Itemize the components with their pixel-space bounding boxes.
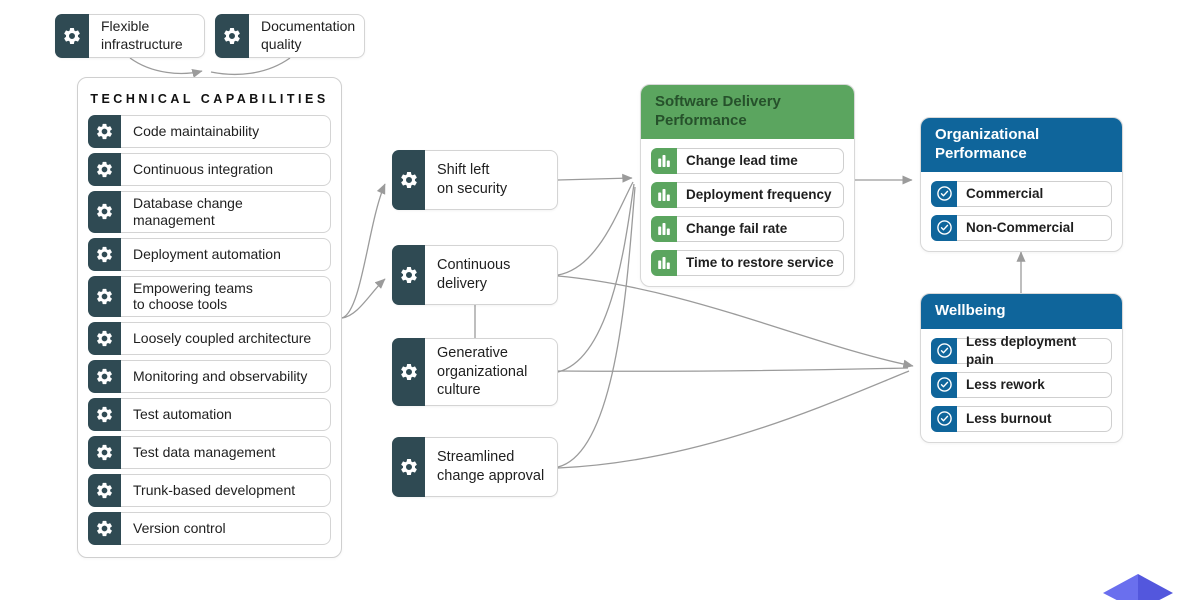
- check-circle-icon: [931, 405, 957, 432]
- metric-label: Non-Commercial: [966, 219, 1075, 235]
- capability-label: Test automation: [133, 406, 232, 423]
- node-label: Flexible infrastructure: [101, 18, 183, 52]
- card-title: Software Delivery Performance: [641, 85, 854, 139]
- capability-item: Version control: [88, 512, 331, 546]
- gear-icon: [88, 115, 121, 148]
- capability-label: Loosely coupled architecture: [133, 330, 312, 347]
- gear-icon: [88, 237, 121, 271]
- capability-item: Trunk-based development: [88, 474, 331, 508]
- node-label: Documentation quality: [261, 18, 356, 52]
- metric-label: Change lead time: [686, 152, 798, 168]
- capability-label: Monitoring and observability: [133, 368, 308, 385]
- node-label: Streamlined change approval: [437, 449, 545, 484]
- capability-label: Continuous integration: [133, 161, 274, 178]
- metric-label: Less burnout: [966, 411, 1052, 427]
- card-title: Organizational Performance: [921, 118, 1122, 172]
- capability-item: Continuous integration: [88, 153, 331, 186]
- metric-label: Less rework: [966, 377, 1045, 393]
- gear-icon: [392, 437, 425, 497]
- capability-label: Trunk-based development: [133, 482, 296, 499]
- capability-item: Empowering teams to choose tools: [88, 275, 331, 318]
- node-label: Generative organizational culture: [437, 345, 528, 399]
- check-circle-icon: [931, 337, 957, 364]
- capability-label: Code maintainability: [133, 123, 260, 140]
- bar-chart-icon: [651, 215, 677, 242]
- gear-icon: [55, 14, 89, 58]
- metric-item: Time to restore service: [651, 249, 844, 276]
- gear-icon: [88, 153, 121, 186]
- node-streamlined-change-approval: Streamlined change approval: [392, 437, 558, 497]
- check-circle-icon: [931, 214, 957, 241]
- software-delivery-performance-card: Software Delivery Performance Change lea…: [640, 84, 855, 287]
- gear-icon: [88, 191, 121, 233]
- capability-item: Deployment automation: [88, 237, 331, 271]
- capability-item: Monitoring and observability: [88, 360, 331, 394]
- bar-chart-icon: [651, 147, 677, 174]
- gear-icon: [392, 338, 425, 406]
- node-shift-left-on-security: Shift left on security: [392, 150, 558, 210]
- gear-icon: [215, 14, 249, 58]
- gear-icon: [392, 245, 425, 305]
- metric-item: Deployment frequency: [651, 181, 844, 208]
- capability-item: Test data management: [88, 436, 331, 470]
- node-flexible-infrastructure: Flexible infrastructure: [55, 14, 205, 58]
- capability-label: Test data management: [133, 444, 276, 461]
- node-continuous-delivery: Continuous delivery: [392, 245, 558, 305]
- check-circle-icon: [931, 371, 957, 398]
- metric-item: Less deployment pain: [931, 334, 1112, 367]
- capability-label: Empowering teams to choose tools: [133, 279, 253, 313]
- metric-label: Change fail rate: [686, 220, 788, 236]
- gear-icon: [392, 150, 425, 210]
- capability-item: Loosely coupled architecture: [88, 322, 331, 356]
- capability-item: Database change management: [88, 191, 331, 233]
- gear-icon: [88, 398, 121, 432]
- metric-item: Change lead time: [651, 147, 844, 174]
- gear-icon: [88, 436, 121, 470]
- metric-item: Less burnout: [931, 405, 1112, 432]
- node-documentation-quality: Documentation quality: [215, 14, 365, 58]
- metric-label: Time to restore service: [686, 254, 834, 270]
- bar-chart-icon: [651, 181, 677, 208]
- metric-label: Commercial: [966, 185, 1044, 201]
- gear-icon: [88, 322, 121, 356]
- capability-label: Version control: [133, 520, 226, 537]
- metric-item: Change fail rate: [651, 215, 844, 242]
- capability-item: Code maintainability: [88, 115, 331, 148]
- panel-title: TECHNICAL CAPABILITIES: [90, 92, 329, 106]
- metric-label: Less deployment pain: [966, 334, 1077, 367]
- metric-item: Non-Commercial: [931, 214, 1112, 241]
- metric-item: Less rework: [931, 371, 1112, 398]
- node-generative-organizational-culture: Generative organizational culture: [392, 338, 558, 406]
- gear-icon: [88, 360, 121, 394]
- metric-label: Deployment frequency: [686, 186, 832, 202]
- node-label: Continuous delivery: [437, 257, 511, 292]
- capability-item: Test automation: [88, 398, 331, 432]
- gear-icon: [88, 474, 121, 508]
- gear-icon: [88, 275, 121, 318]
- capability-label: Deployment automation: [133, 245, 281, 262]
- capability-label: Database change management: [133, 195, 243, 228]
- node-label: Shift left on security: [437, 162, 508, 197]
- technical-capabilities-panel: TECHNICAL CAPABILITIES Code maintainabil…: [77, 77, 342, 558]
- metric-item: Commercial: [931, 180, 1112, 207]
- bar-chart-icon: [651, 249, 677, 276]
- purple-diamond-logo: [1103, 574, 1173, 600]
- gear-icon: [88, 512, 121, 546]
- card-title: Wellbeing: [921, 294, 1122, 329]
- check-circle-icon: [931, 180, 957, 207]
